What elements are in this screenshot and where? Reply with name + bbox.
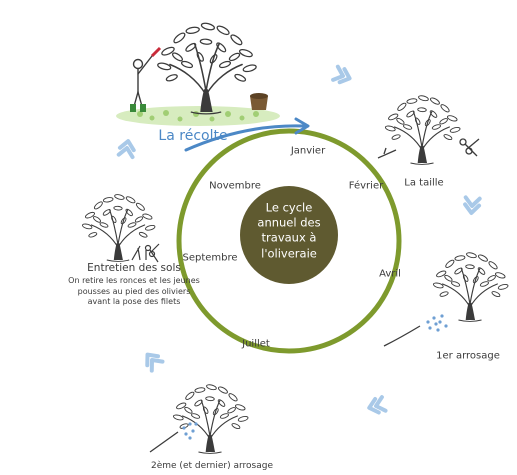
month-janvier: Janvier: [290, 145, 326, 157]
task-second-watering-label: 2ème (et dernier) arrosage: [151, 460, 273, 471]
task-first-watering-label: 1er arrosage: [436, 350, 500, 362]
month-fevrier: Février: [348, 180, 384, 192]
center-title-line-3: travaux à: [261, 231, 317, 245]
center-disc: [240, 186, 338, 284]
second-watering-illustration: [149, 383, 250, 455]
month-novembre: Novembre: [209, 180, 261, 192]
month-avril: Avril: [379, 268, 401, 280]
harvest-arrow: [184, 124, 306, 152]
month-septembre: Septembre: [182, 252, 238, 264]
task-soil-block: Entretien des sols On retire les ronces …: [65, 262, 203, 308]
month-juillet: Juillet: [242, 338, 270, 350]
pruning-illustration: [377, 94, 480, 166]
task-harvest-label: La récolte: [158, 127, 228, 144]
center-title-line-4: l'oliveraie: [261, 246, 317, 261]
task-soil-title: Entretien des sols: [87, 262, 181, 274]
center-title-line-2: annuel des: [257, 215, 321, 230]
first-watering-illustration: [383, 251, 510, 347]
center-title: Le cycle annuel des travaux à l'oliverai…: [241, 201, 337, 262]
center-title-line-1: Le cycle: [265, 200, 313, 215]
cycle-ring: [176, 128, 402, 354]
task-soil-description: On retire les ronces et les jeunes pouss…: [68, 276, 200, 307]
task-pruning-label: La taille: [404, 177, 444, 189]
soil-illustration: [81, 193, 160, 263]
harvest-illustration: [116, 21, 280, 126]
